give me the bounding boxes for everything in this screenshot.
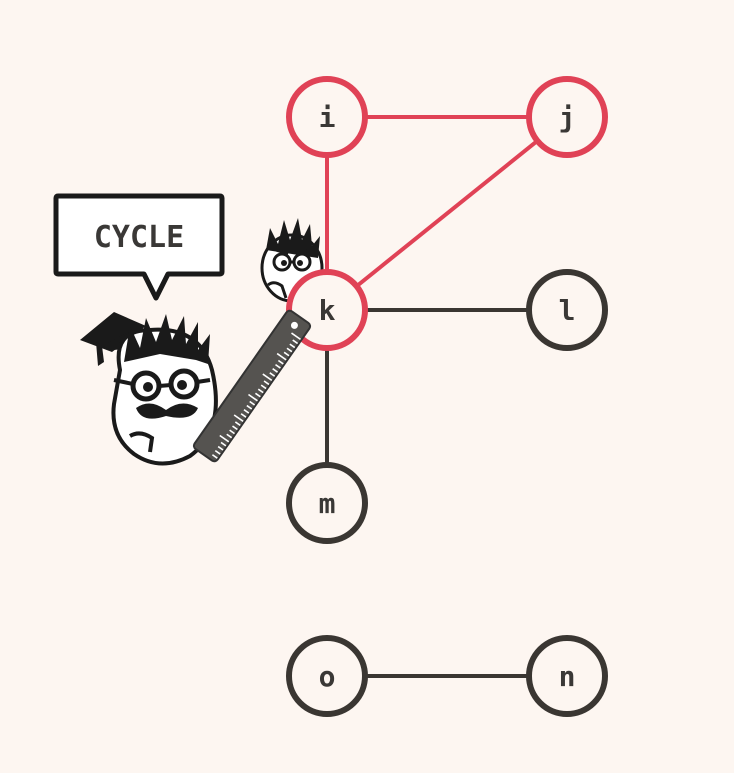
ruler-tick	[257, 388, 264, 394]
ruler-tick	[262, 373, 273, 382]
ruler-tick	[276, 352, 287, 361]
node-label-j: j	[559, 101, 576, 134]
speech-bubble-text: CYCLE	[94, 220, 184, 255]
node-j: j	[526, 76, 608, 158]
ruler-tick	[260, 384, 267, 390]
ruler-tick	[272, 368, 279, 373]
ruler-tick	[229, 429, 236, 435]
ruler-tick	[269, 372, 276, 377]
ruler-tick	[220, 441, 227, 447]
ruler-tick	[289, 343, 296, 349]
ruler-tick	[263, 380, 270, 386]
ruler-tick	[234, 421, 241, 427]
node-label-l: l	[559, 294, 576, 327]
node-circle-o	[286, 635, 368, 717]
ruler-tick	[232, 425, 238, 431]
node-circle-m	[286, 462, 368, 544]
ruler-tick	[248, 393, 258, 402]
node-l: l	[526, 269, 608, 351]
speech-bubble: CYCLE	[53, 193, 225, 301]
nodes-layer: i j k l m o n	[286, 76, 608, 717]
node-label-n: n	[559, 660, 576, 693]
ruler-tick	[277, 359, 284, 365]
node-label-o: o	[319, 660, 336, 693]
node-label-i: i	[319, 101, 336, 134]
edges-layer	[325, 115, 569, 678]
ruler-tick	[233, 414, 244, 422]
node-label-m: m	[319, 487, 336, 520]
ruler-tick	[249, 400, 256, 406]
ruler-icon	[192, 309, 312, 463]
ruler-tick	[211, 454, 218, 459]
node-circle-l	[526, 269, 608, 351]
ruler-tick	[240, 413, 247, 418]
ruler-tick	[292, 339, 299, 345]
ruler-tick	[217, 445, 224, 451]
ruler-tick	[286, 347, 293, 353]
ruler-tick	[219, 434, 230, 443]
ruler-tick	[214, 449, 221, 455]
ruler-tick	[226, 433, 233, 439]
node-o: o	[286, 635, 368, 717]
node-circle-i	[286, 76, 368, 158]
node-n: n	[526, 635, 608, 717]
node-i: i	[286, 76, 368, 158]
node-label-k: k	[319, 294, 336, 327]
ruler-tick	[243, 409, 250, 414]
professor-mascot-icon	[111, 314, 218, 466]
ruler-tick	[254, 392, 261, 398]
edge-j-k	[325, 115, 569, 312]
ruler-tick	[275, 363, 281, 369]
ruler-tick	[283, 351, 290, 357]
node-circle-j	[526, 76, 608, 158]
ruler-tick	[291, 332, 301, 341]
ruler-tick	[246, 404, 253, 410]
node-circle-n	[526, 635, 608, 717]
node-m: m	[286, 462, 368, 544]
